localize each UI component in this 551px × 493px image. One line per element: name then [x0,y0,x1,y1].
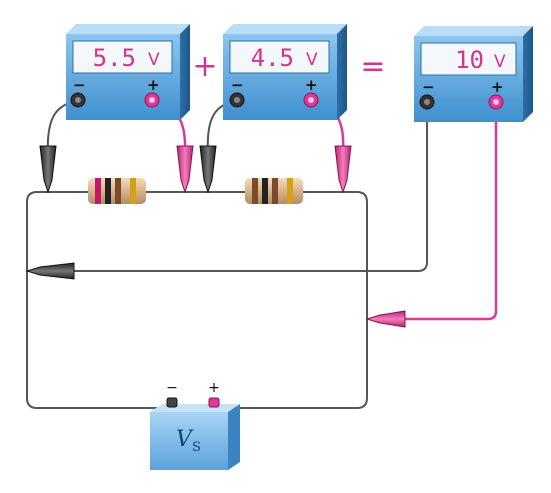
meter-2-reading: 4.5 [251,44,294,72]
meter-2-minus-label: − [231,76,244,94]
meter-1-plus-label: + [147,76,160,94]
voltmeter-2: 4.5 V − + [223,24,347,120]
pink-clip-3 [365,310,406,328]
battery: − + V S [150,380,240,470]
voltmeter-1: 5.5 V − + [66,24,190,120]
resistor-1 [88,178,146,204]
meter-1-minus-label: − [73,76,86,94]
black-clip-1 [39,145,57,194]
black-clip-3 [25,262,75,280]
meter-3-minus-label: − [422,78,435,96]
meter-3-plus-label: + [491,78,504,96]
battery-minus-label: − [166,380,178,396]
battery-label-subscript: S [192,440,201,455]
circuit-loop-wire [26,191,368,409]
pink-clip-1 [176,145,194,194]
meter-1-display [72,40,173,74]
meter-2-plus-label: + [305,76,318,94]
meter-3-unit: V [494,52,506,72]
pink-clip-2 [334,145,352,194]
plus-operator: + [192,49,217,84]
meter-1-unit: V [148,50,160,70]
battery-plus-label: + [208,380,220,396]
battery-negative-terminal [166,397,178,408]
meter-2-unit: V [306,50,318,70]
black-clip-2 [199,145,217,194]
equals-operator: = [360,49,385,84]
meter-3-pink-lead [405,104,498,321]
battery-positive-terminal [208,397,220,408]
meter-3-display [420,42,517,76]
battery-label: V [176,427,194,452]
meter-3-reading: 10 [455,46,484,74]
voltmeter-3: 10 V − + [414,26,533,122]
meter-2-display [229,40,330,74]
meter-1-reading: 5.5 [93,44,136,72]
meter-3-black-lead [70,104,428,272]
resistor-2 [245,178,303,204]
